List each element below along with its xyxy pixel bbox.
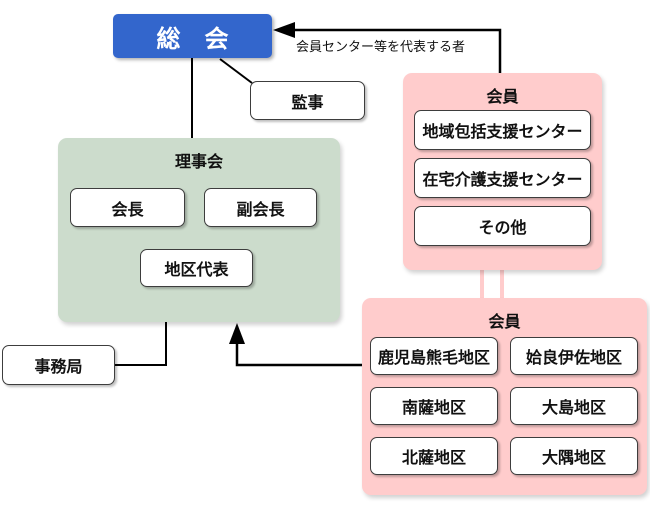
edge-label-representatives: 会員センター等を代表する者 bbox=[296, 40, 466, 55]
member-district-item: 北薩地区 bbox=[370, 437, 498, 475]
secretariat-node: 事務局 bbox=[2, 345, 115, 385]
member-center-item: 地域包括支援センター bbox=[414, 110, 591, 150]
district-representative-node: 地区代表 bbox=[140, 249, 253, 287]
arrow-districts-board-head bbox=[229, 323, 245, 344]
general-assembly-node: 総 会 bbox=[113, 14, 272, 58]
auditor-node: 監事 bbox=[250, 81, 365, 120]
member-center-item: 在宅介護支援センター bbox=[414, 158, 591, 198]
chairman-node: 会長 bbox=[70, 188, 185, 227]
arrow-members-assembly-line bbox=[293, 28, 502, 73]
member-district-item: 南薩地区 bbox=[370, 387, 498, 425]
member-district-item: 鹿児島熊毛地区 bbox=[370, 337, 498, 375]
line-secretariat-board bbox=[115, 322, 167, 366]
member-centers-group: 会員 地域包括支援センター 在宅介護支援センター その他 bbox=[403, 73, 602, 270]
board-group: 理事会 会長 副会長 地区代表 bbox=[58, 138, 340, 322]
vice-chairman-node: 副会長 bbox=[204, 188, 317, 227]
member-districts-group: 会員 鹿児島熊毛地区 姶良伊佐地区 南薩地区 大島地区 北薩地区 大隅地区 bbox=[362, 298, 647, 495]
board-title: 理事会 bbox=[174, 152, 223, 171]
arrow-members-assembly-head bbox=[273, 22, 295, 38]
member-district-item: 大隅地区 bbox=[510, 437, 638, 475]
line-assembly-auditor bbox=[219, 58, 253, 84]
member-district-item: 姶良伊佐地区 bbox=[510, 337, 638, 375]
member-center-item: その他 bbox=[414, 206, 591, 246]
member-districts-title: 会員 bbox=[488, 312, 521, 331]
link-member-groups-right bbox=[500, 270, 504, 298]
member-district-item: 大島地区 bbox=[510, 387, 638, 425]
member-centers-title: 会員 bbox=[486, 87, 519, 106]
link-member-groups-left bbox=[480, 270, 484, 298]
arrow-districts-board-line bbox=[235, 342, 362, 367]
